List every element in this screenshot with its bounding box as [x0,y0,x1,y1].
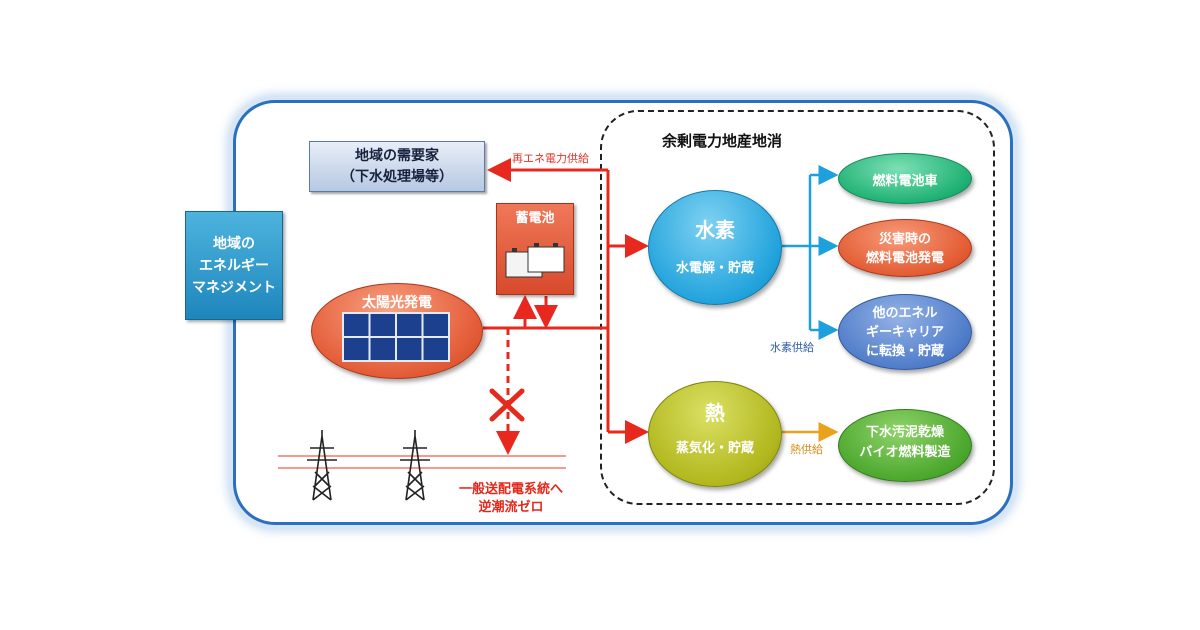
pylon-icon [307,430,337,501]
energy-carrier-node [838,294,972,370]
heat-title: 熱 [705,401,725,425]
transmission-lines [278,455,566,469]
heat-node [648,381,782,487]
disaster-line2: 燃料電池発電 [865,251,944,266]
energy-management-box: 地域の エネルギー マネジメント [185,211,283,320]
regional-demand-box: 地域の需要家 （下水処理場等） [309,141,485,192]
sludge-line1: 下水汚泥乾燥 [865,425,944,440]
solar-label: 太陽光発電 [362,295,432,311]
sludge-line2: バイオ燃料製造 [859,445,951,460]
surplus-local-consumption-area [600,110,995,505]
demand-line1: 地域の需要家 [355,147,439,164]
ems-line3: マネジメント [192,279,276,296]
carrier-line1: 他のエネル [872,306,938,321]
renewable-supply-label: 再エネ電力供給 [512,152,589,165]
disaster-line1: 災害時の [878,232,931,247]
hydrogen-node [648,190,782,305]
battery-label: 蓄電池 [515,211,555,226]
heat-subtitle: 蒸気化・貯蔵 [675,441,754,456]
demand-line2: （下水処理場等） [341,168,453,185]
heat-supply-label: 熱供給 [790,443,823,456]
disaster-fuel-cell-node [838,219,972,277]
carrier-line2: ギーキャリア [865,325,944,340]
ems-line1: 地域の [213,235,255,252]
hydrogen-subtitle: 水電解・貯蔵 [675,261,754,276]
blocked-x-icon [489,388,525,422]
sludge-biofuel-node [838,409,972,482]
carrier-line3: に転換・貯蔵 [865,344,944,359]
ems-line2: エネルギー [199,257,269,274]
pylon-icon [400,430,430,501]
fuel-cell-vehicle-node [838,153,972,204]
grid-label-line1: 一般送配電系統へ [458,482,563,497]
grid-label-line2: 逆潮流ゼロ [478,500,544,515]
hydrogen-title: 水素 [695,218,735,242]
surplus-area-title: 余剰電力地産地消 [661,132,782,150]
hydrogen-supply-label: 水素供給 [770,341,814,354]
fcv-label: 燃料電池車 [872,174,938,189]
